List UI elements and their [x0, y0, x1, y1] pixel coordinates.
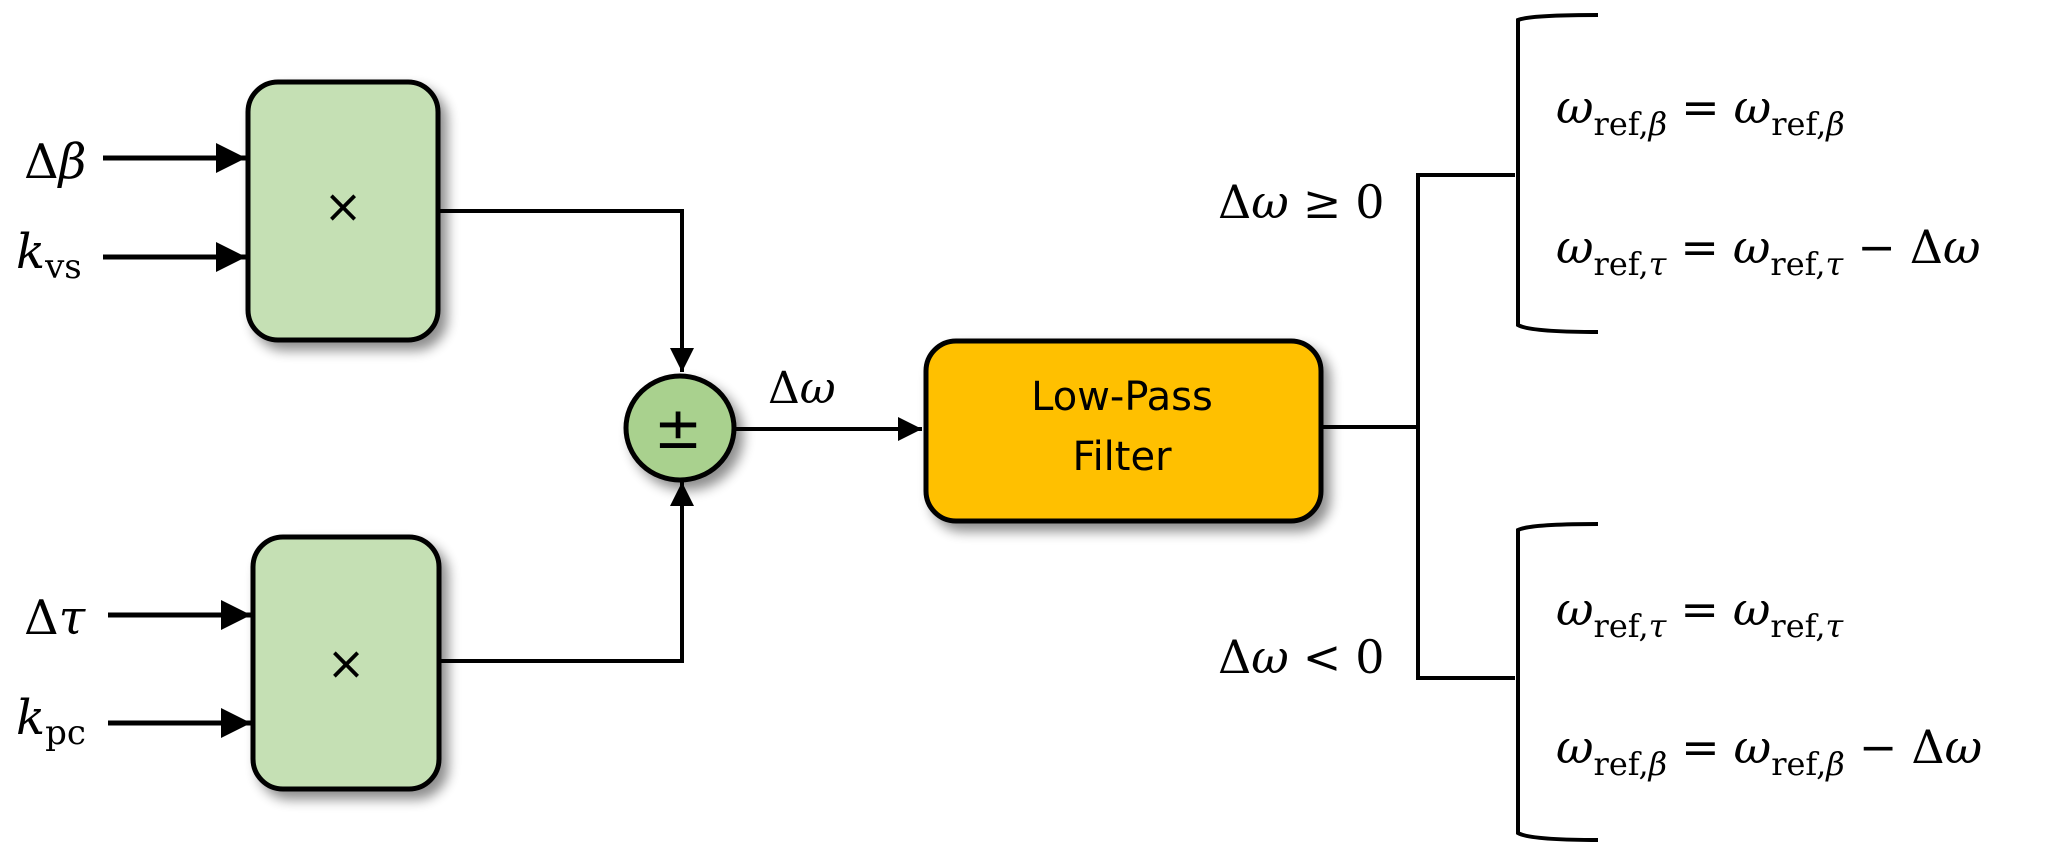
condition-negative: Δω<0: [1218, 630, 1385, 684]
connector-bottom-to-summer: [440, 482, 694, 663]
summing-junction: [623, 373, 737, 483]
input-label-k-pc: kpc: [16, 690, 86, 753]
omega-symbol: ω: [1556, 720, 1594, 774]
multiplier-block-bottom: [250, 534, 442, 792]
branch-connector: [1416, 173, 1515, 680]
filter-label-line1: Low-Pass: [1031, 374, 1213, 420]
equation-neg-2: ωref,β=ωref,β−Δω: [1556, 720, 1982, 783]
plus-minus-symbol: ±: [654, 394, 703, 462]
multiply-symbol-top: ×: [324, 179, 363, 233]
bracket-positive: [1516, 13, 1599, 334]
delta-omega-label: Δω: [768, 363, 836, 414]
multiplier-block-top: [245, 79, 441, 343]
equation-pos-1: ωref,β=ωref,β: [1556, 80, 1845, 143]
condition-positive: Δω≥0: [1218, 175, 1385, 229]
filter-label-line2: Filter: [1072, 434, 1172, 480]
connector-top-to-summer: [440, 209, 694, 372]
input-label-delta-tau: Δτ: [24, 590, 87, 646]
equation-neg-1: ωref,τ=ωref,τ: [1556, 582, 1845, 645]
input-label-delta-beta: Δβ: [24, 134, 86, 190]
equation-pos-2: ωref,τ=ωref,τ−Δω: [1556, 220, 1981, 283]
omega-symbol: ω: [1556, 220, 1594, 274]
omega-symbol: ω: [1556, 80, 1594, 134]
low-pass-filter-block: [923, 338, 1324, 524]
omega-symbol: ω: [1556, 582, 1594, 636]
input-label-k-vs: kvs: [16, 224, 82, 287]
multiply-symbol-bottom: ×: [327, 636, 366, 690]
bracket-negative: [1516, 522, 1599, 842]
